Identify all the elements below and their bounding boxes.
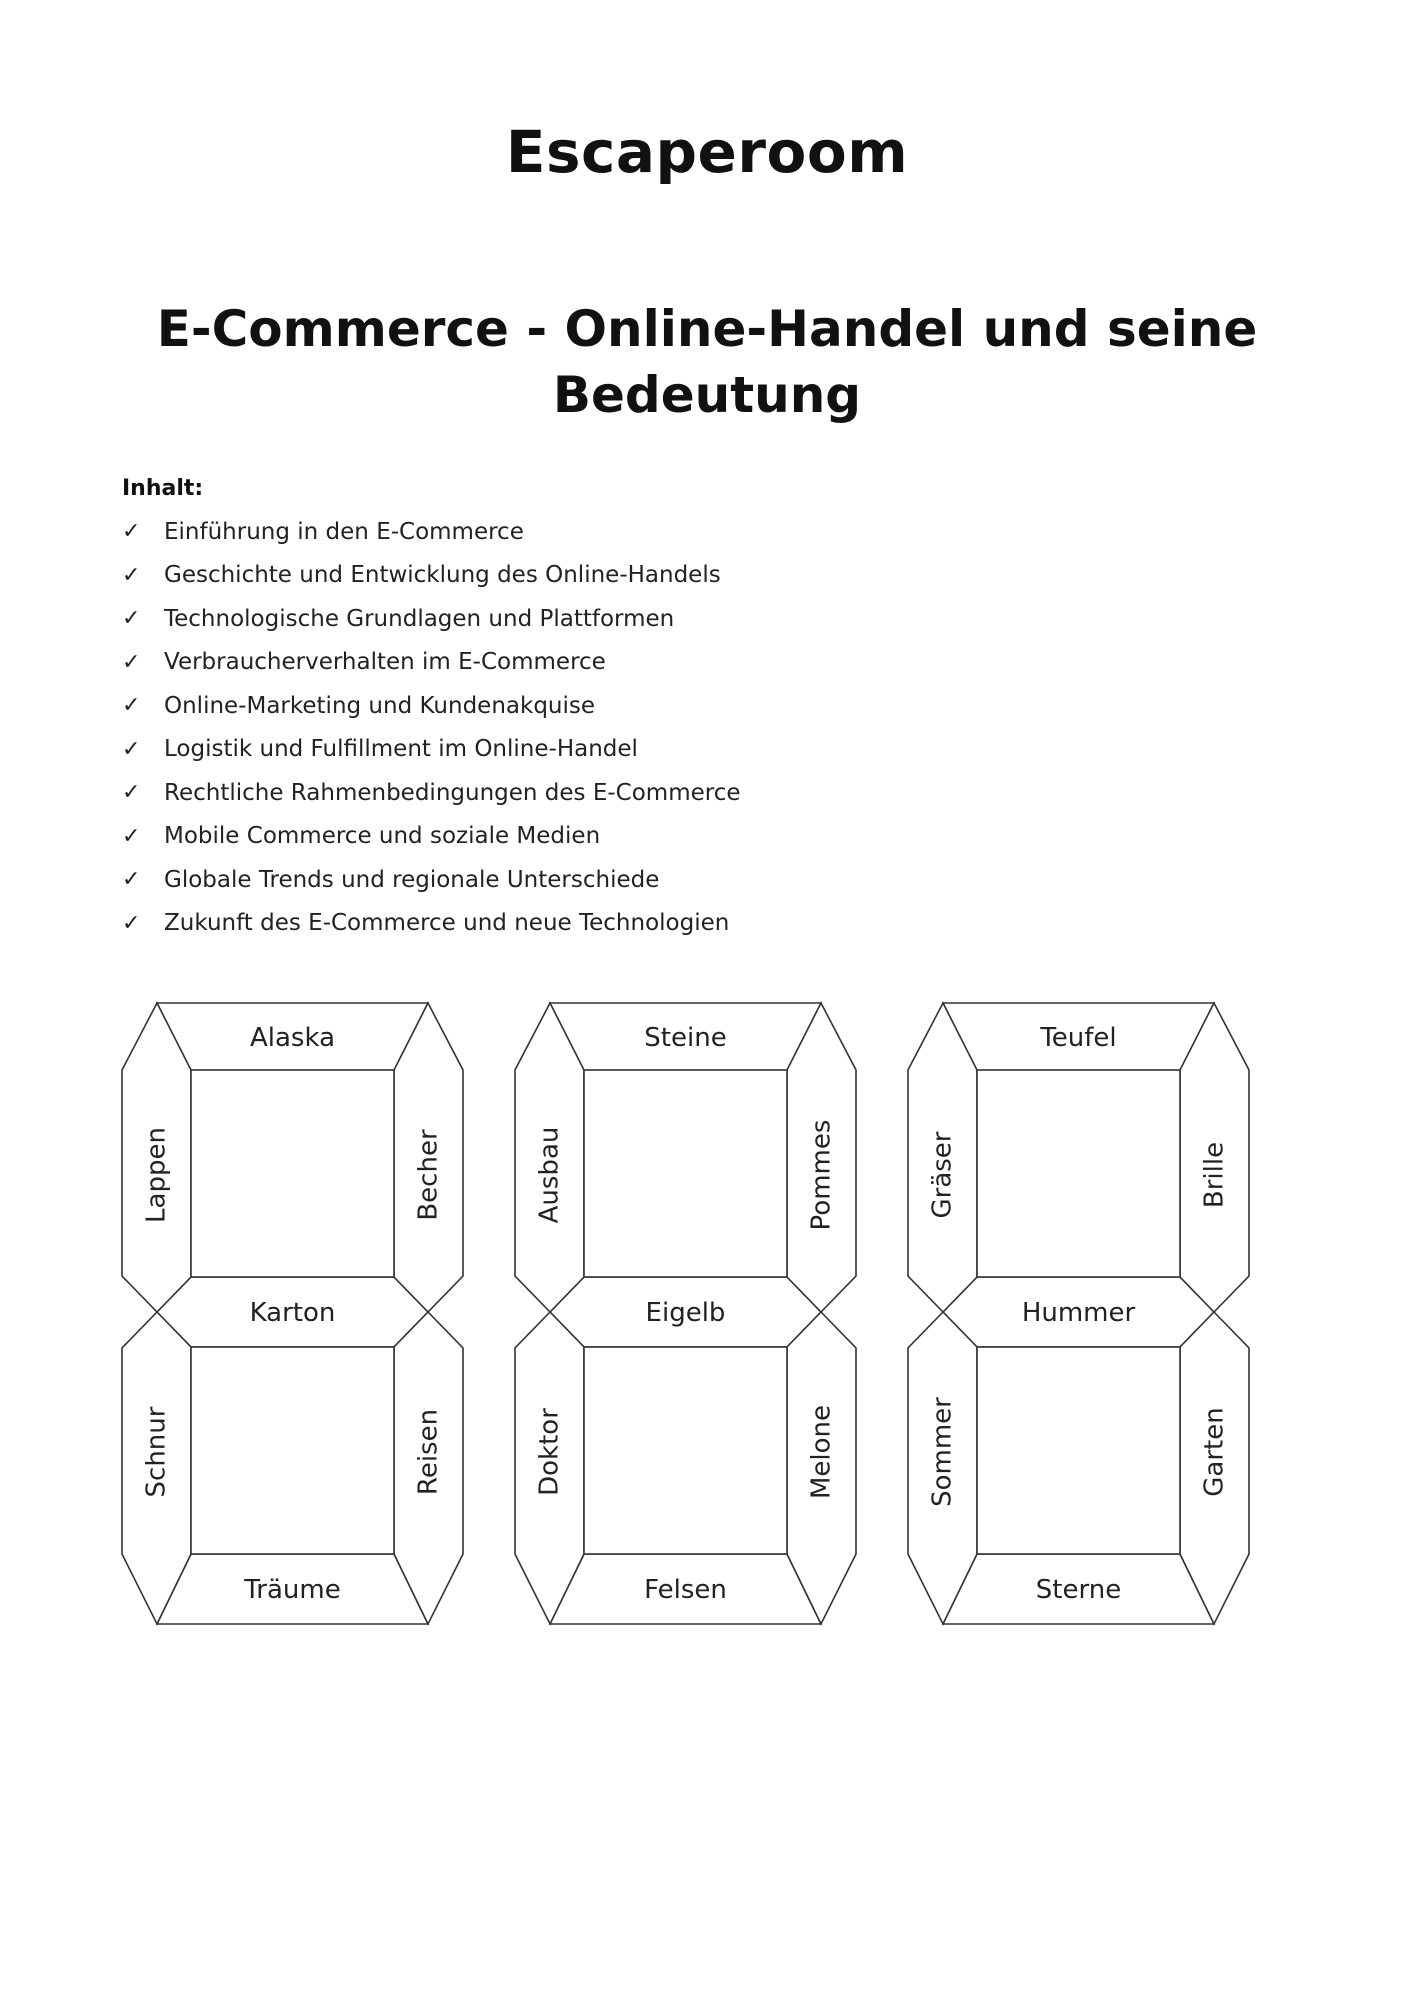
list-item-text: Zukunft des E-Commerce und neue Technolo… xyxy=(164,910,730,937)
check-icon: ✓ xyxy=(122,910,141,936)
segment-word: Schnur xyxy=(142,1406,172,1497)
check-icon: ✓ xyxy=(122,693,141,719)
segment-word: Garten xyxy=(1200,1407,1230,1496)
segment-upper-left xyxy=(907,1001,978,1314)
puzzle-inner-square xyxy=(976,1069,1181,1278)
page-title: Escaperoom xyxy=(505,118,909,186)
segment-word: Melone xyxy=(807,1405,837,1499)
list-item: ✓ Einführung in den E-Commerce xyxy=(122,510,741,554)
segment-bottom xyxy=(155,1553,430,1625)
list-item-text: Rechtliche Rahmenbedingungen des E-Comme… xyxy=(164,779,741,806)
list-item: ✓ Technologische Grundlagen und Plattform… xyxy=(122,597,741,641)
puzzle-inner-square xyxy=(190,1346,395,1555)
check-icon: ✓ xyxy=(122,562,141,588)
segment-bottom xyxy=(548,1553,823,1625)
check-icon: ✓ xyxy=(122,780,141,806)
segment-top xyxy=(155,1002,430,1072)
segment-word: Pommes xyxy=(807,1120,837,1231)
contents-label: Inhalt: xyxy=(122,476,204,501)
check-icon: ✓ xyxy=(122,823,141,849)
segment-word: Teufel xyxy=(1039,1023,1116,1053)
segment-top xyxy=(548,1002,823,1072)
list-item: ✓ Globale Trends und regionale Unterschie… xyxy=(122,858,741,902)
segment-word: Brille xyxy=(1200,1142,1230,1208)
segment-lower-right xyxy=(393,1310,464,1626)
segment-top xyxy=(941,1002,1216,1072)
segment-word: Eigelb xyxy=(646,1298,726,1328)
check-icon: ✓ xyxy=(122,867,141,893)
segment-upper-left xyxy=(514,1001,585,1314)
segment-middle xyxy=(548,1276,823,1348)
segment-bottom xyxy=(941,1553,1216,1625)
list-item-text: Logistik und Fulfillment im Online-Hande… xyxy=(164,736,638,763)
list-item-text: Technologische Grundlagen und Plattforme… xyxy=(164,605,675,632)
segment-word: Sterne xyxy=(1036,1575,1121,1605)
segment-upper-right xyxy=(786,1001,857,1314)
segment-upper-left xyxy=(121,1001,192,1314)
segment-middle xyxy=(941,1276,1216,1348)
segment-word: Becher xyxy=(414,1129,444,1221)
segment-word: Träume xyxy=(243,1575,340,1605)
segment-word: Doktor xyxy=(535,1408,565,1496)
list-item-text: Mobile Commerce und soziale Medien xyxy=(164,823,601,850)
segment-word: Steine xyxy=(644,1023,726,1053)
segment-lower-right xyxy=(786,1310,857,1626)
segment-word: Felsen xyxy=(644,1575,727,1605)
page-subtitle: E-Commerce - Online-Handel und seine Bed… xyxy=(156,300,1258,424)
segment-lower-left xyxy=(121,1310,192,1626)
list-item-text: Einführung in den E-Commerce xyxy=(164,518,524,545)
segment-word: Karton xyxy=(250,1298,336,1328)
segment-word: Reisen xyxy=(414,1409,444,1495)
segment-lower-right xyxy=(1179,1310,1250,1626)
list-item-text: Geschichte und Entwicklung des Online-Ha… xyxy=(164,562,721,589)
list-item: ✓ Zukunft des E-Commerce und neue Technol… xyxy=(122,902,741,946)
puzzle-inner-square xyxy=(190,1069,395,1278)
segment-upper-right xyxy=(393,1001,464,1314)
check-icon: ✓ xyxy=(122,519,141,545)
segment-word: Ausbau xyxy=(535,1127,565,1224)
segment-word: Alaska xyxy=(250,1023,335,1053)
list-item: ✓ Mobile Commerce und soziale Medien xyxy=(122,815,741,859)
segment-word: Hummer xyxy=(1022,1298,1136,1328)
list-item: ✓ Rechtliche Rahmenbedingungen des E-Comm… xyxy=(122,771,741,815)
segment-middle xyxy=(155,1276,430,1348)
segment-word: Sommer xyxy=(928,1397,958,1507)
list-item: ✓ Online-Marketing und Kundenakquise xyxy=(122,684,741,728)
check-icon: ✓ xyxy=(122,606,141,632)
segment-lower-left xyxy=(514,1310,585,1626)
segment-upper-right xyxy=(1179,1001,1250,1314)
segment-word: Lappen xyxy=(142,1127,172,1223)
list-item-text: Globale Trends und regionale Unterschied… xyxy=(164,866,660,893)
puzzle-inner-square xyxy=(976,1346,1181,1555)
list-item: ✓ Geschichte und Entwicklung des Online-H… xyxy=(122,554,741,598)
list-item-text: Verbraucherverhalten im E-Commerce xyxy=(164,649,606,676)
check-icon: ✓ xyxy=(122,736,141,762)
list-item: ✓ Verbraucherverhalten im E-Commerce xyxy=(122,641,741,685)
list-item: ✓ Logistik und Fulfillment im Online-Hand… xyxy=(122,728,741,772)
segment-word: Gräser xyxy=(928,1131,958,1218)
puzzle-inner-square xyxy=(583,1069,788,1278)
check-icon: ✓ xyxy=(122,649,141,675)
segment-lower-left xyxy=(907,1310,978,1626)
puzzle-inner-square xyxy=(583,1346,788,1555)
list-item-text: Online-Marketing und Kundenakquise xyxy=(164,692,596,719)
contents-list: ✓ Einführung in den E-Commerce ✓ Geschicht… xyxy=(122,510,741,945)
